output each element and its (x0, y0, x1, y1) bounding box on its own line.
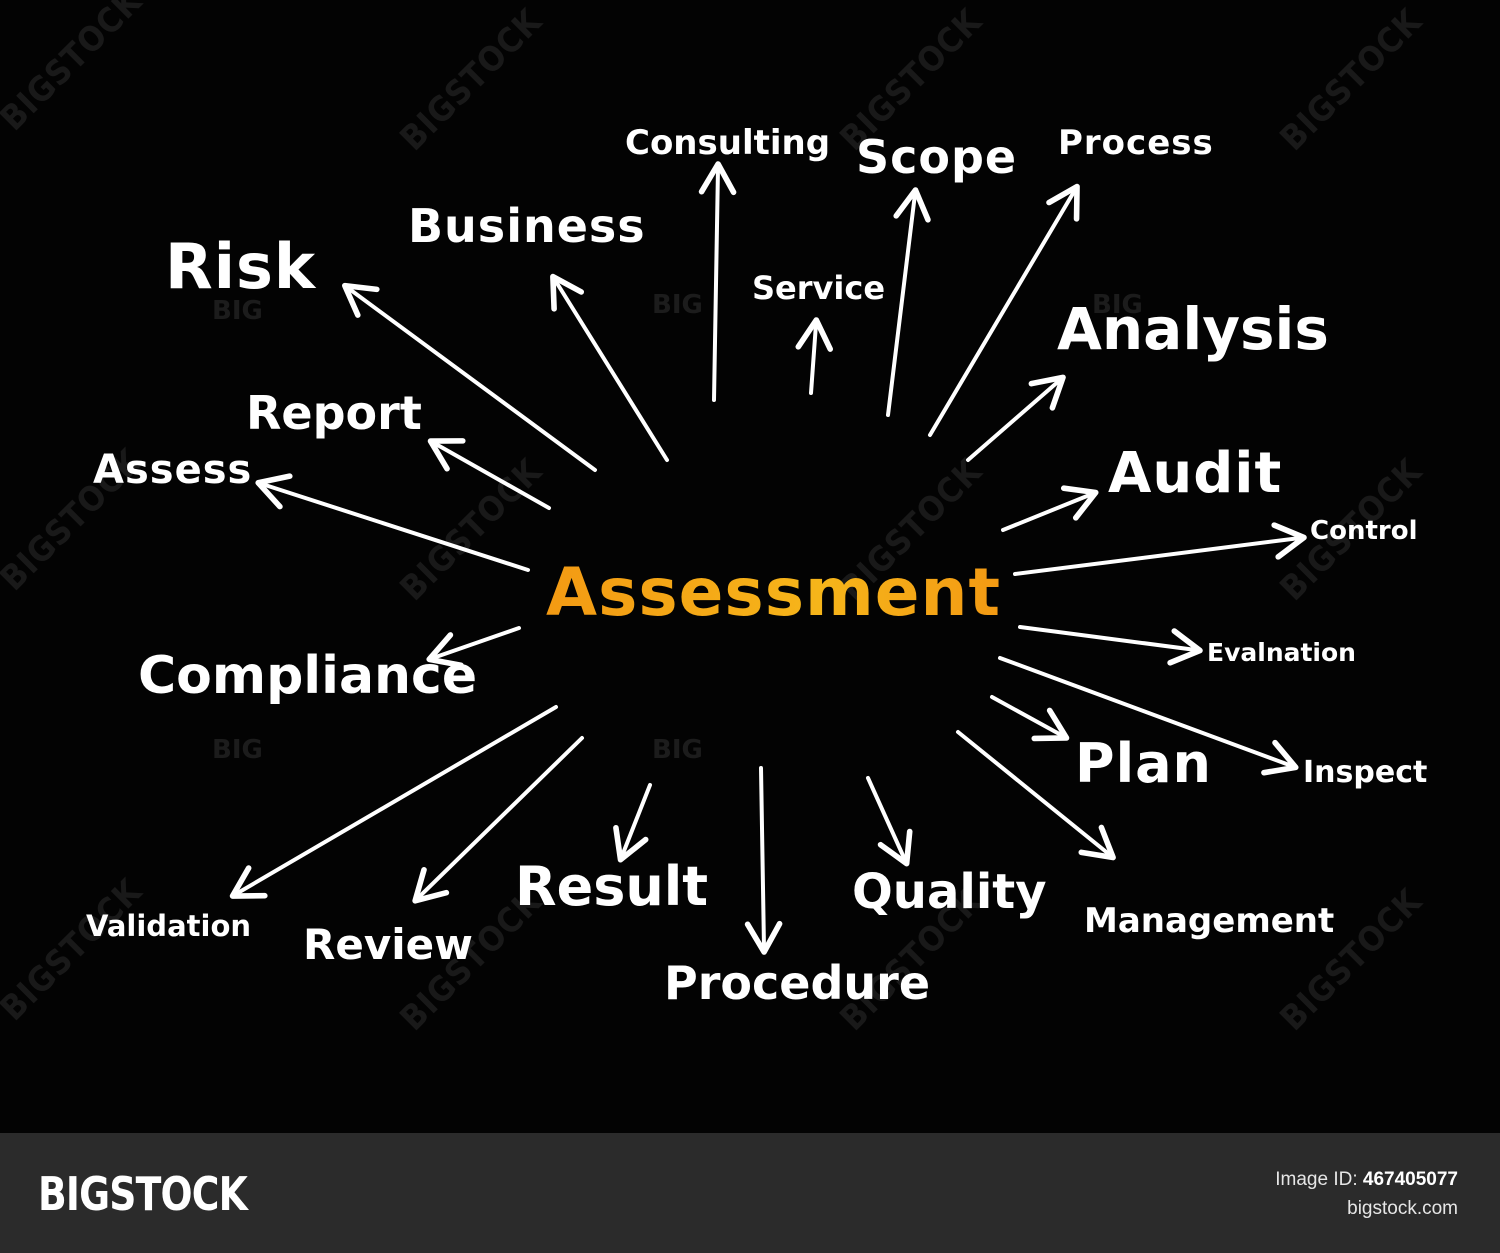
watermark-small: BIG (212, 735, 263, 765)
arrow-review (412, 736, 584, 904)
word-management: Management (1084, 901, 1335, 941)
word-audit: Audit (1108, 441, 1283, 506)
word-consulting: Consulting (625, 123, 831, 163)
watermark-small: BIG (212, 296, 263, 326)
image-id-block: Image ID: 467405077 bigstock.com (1275, 1165, 1458, 1223)
word-procedure: Procedure (664, 956, 931, 1010)
word-validation: Validation (86, 909, 252, 943)
arrow-control (1013, 522, 1307, 576)
word-process: Process (1058, 123, 1214, 163)
arrow-compliance (426, 626, 521, 669)
image-id-value: 467405077 (1362, 1169, 1458, 1190)
word-quality: Quality (852, 864, 1047, 920)
arrows-layer (229, 161, 1307, 955)
arrow-procedure (744, 766, 783, 955)
arrow-audit (1001, 485, 1099, 532)
word-result: Result (515, 855, 709, 918)
word-compliance: Compliance (138, 646, 478, 706)
word-analysis: Analysis (1057, 295, 1329, 363)
image-id-label: Image ID: (1275, 1169, 1358, 1190)
arrow-process (928, 183, 1080, 437)
word-evalnation: Evalnation (1207, 638, 1356, 667)
arrow-management (956, 730, 1116, 861)
watermark-small: BIG (1092, 290, 1143, 320)
footer-bar: BIGSTOCK Image ID: 467405077 bigstock.co… (0, 1133, 1500, 1253)
arrow-business (550, 273, 669, 462)
arrow-result (613, 783, 652, 863)
center-topic: Assessment (546, 554, 1002, 631)
arrow-scope (886, 187, 931, 417)
arrow-assess (255, 473, 530, 572)
arrow-risk (341, 282, 597, 472)
arrow-service (795, 317, 834, 395)
word-assess: Assess (93, 447, 253, 493)
word-plan: Plan (1075, 732, 1212, 795)
arrow-quality (866, 776, 913, 867)
word-business: Business (408, 199, 646, 253)
word-inspect: Inspect (1303, 755, 1428, 790)
arrow-evalnation (1018, 625, 1203, 666)
word-report: Report (246, 386, 422, 440)
bigstock-logo: BIGSTOCK (38, 1167, 248, 1221)
arrow-validation (229, 705, 558, 899)
word-review: Review (303, 920, 473, 969)
word-control: Control (1310, 516, 1418, 546)
watermark-small: BIG (652, 735, 703, 765)
word-service: Service (752, 269, 886, 307)
arrow-consulting (698, 161, 737, 402)
word-risk: Risk (165, 230, 317, 303)
word-scope: Scope (856, 130, 1018, 184)
watermark-small: BIG (652, 290, 703, 320)
arrow-report (427, 438, 551, 510)
arrow-inspect (998, 656, 1299, 776)
arrow-plan (990, 695, 1070, 742)
site-url: bigstock.com (1347, 1198, 1458, 1219)
arrow-analysis (966, 374, 1066, 462)
mind-map-canvas: BIGSTOCK BIGSTOCK BIGSTOCK BIGSTOCK BIGS… (0, 0, 1431, 1039)
